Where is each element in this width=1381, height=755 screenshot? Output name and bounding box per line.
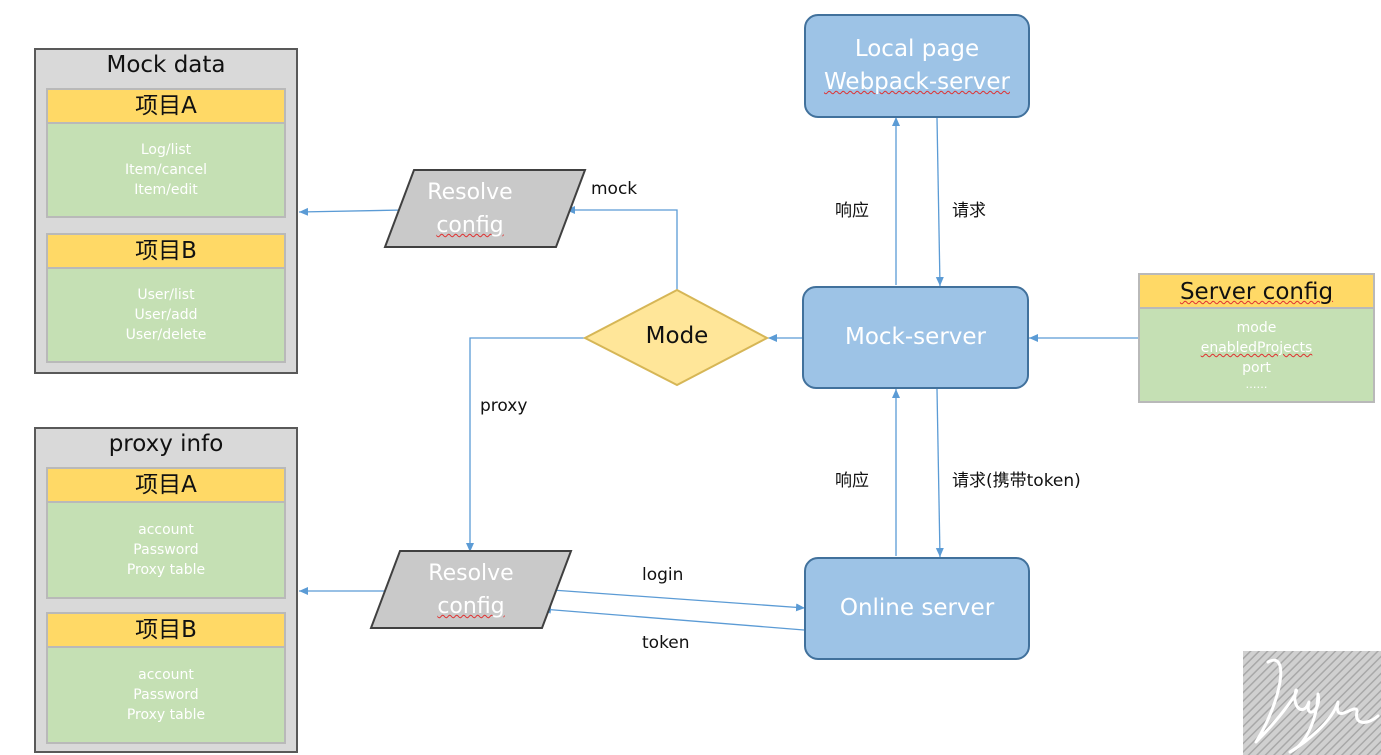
list-item: account [138, 522, 194, 538]
mock-data-container: Mock data 项目A Log/list Item/cancel Item/… [34, 48, 298, 374]
mock-server-node: Mock-server [802, 286, 1029, 389]
mode-label: Mode [645, 323, 709, 349]
edge-mode-to-resolve-top [566, 206, 678, 290]
resolve-config-top-shape [383, 169, 587, 248]
server-config-header: Server config [1138, 273, 1375, 309]
response-bottom-edge-label: 响应 [835, 471, 869, 491]
proxy-project-a-body: account Password Proxy table [46, 501, 286, 599]
list-item: Proxy table [126, 562, 206, 578]
resolve-config-top-label: Resolve config [427, 180, 513, 238]
login-edge-label: login [642, 565, 684, 585]
mock-project-a-body: Log/list Item/cancel Item/edit [46, 122, 286, 218]
mock-project-a-header: 项目A [46, 88, 286, 124]
list-item: Password [133, 687, 199, 703]
list-item: User/delete [125, 327, 207, 343]
request-bottom-edge-label: 请求(携带token) [952, 471, 1081, 491]
list-item: User/add [134, 307, 198, 323]
mode-diamond-shape [582, 288, 770, 387]
list-item: enabledProjects [1200, 340, 1313, 356]
edge-resolve-to-mock-data [298, 207, 405, 216]
resolve-config-bottom-label: Resolve config [428, 561, 514, 619]
request-top-edge-label: 请求 [952, 201, 986, 221]
response-top-edge-label: 响应 [835, 201, 869, 221]
watermark-logo [1243, 651, 1381, 755]
list-item: User/list [137, 287, 195, 303]
edge-mock-to-online-request [935, 388, 944, 558]
edge-login [551, 589, 806, 612]
token-edge-label: token [642, 633, 690, 653]
mock-project-b-header: 项目B [46, 233, 286, 269]
list-item: Log/list [140, 142, 192, 158]
proxy-info-container: proxy info 项目A account Password Proxy ta… [34, 427, 298, 753]
proxy-project-b-header: 项目B [46, 612, 286, 648]
edge-mode-to-resolve-bottom [466, 337, 585, 552]
list-item: …… [1245, 378, 1268, 391]
list-item: port [1242, 360, 1271, 376]
proxy-project-b-body: account Password Proxy table [46, 646, 286, 744]
edge-local-to-mock-request [935, 117, 944, 287]
list-item: Item/edit [134, 182, 198, 198]
server-config-body: mode enabledProjects port …… [1138, 307, 1375, 403]
list-item: account [138, 667, 194, 683]
list-item: mode [1236, 320, 1277, 336]
mock-data-title: Mock data [106, 52, 226, 78]
local-page-node: Local page Webpack-server [804, 14, 1030, 118]
online-server-node: Online server [804, 557, 1030, 660]
proxy-project-a-header: 项目A [46, 467, 286, 503]
mock-project-b-body: User/list User/add User/delete [46, 267, 286, 363]
list-item: Proxy table [126, 707, 206, 723]
list-item: Item/cancel [125, 162, 207, 178]
mock-edge-label: mock [591, 179, 638, 199]
resolve-config-bottom-shape [369, 550, 573, 629]
edge-token [541, 605, 805, 631]
list-item: Password [133, 542, 199, 558]
proxy-edge-label: proxy [480, 396, 528, 416]
proxy-info-title: proxy info [108, 431, 224, 457]
